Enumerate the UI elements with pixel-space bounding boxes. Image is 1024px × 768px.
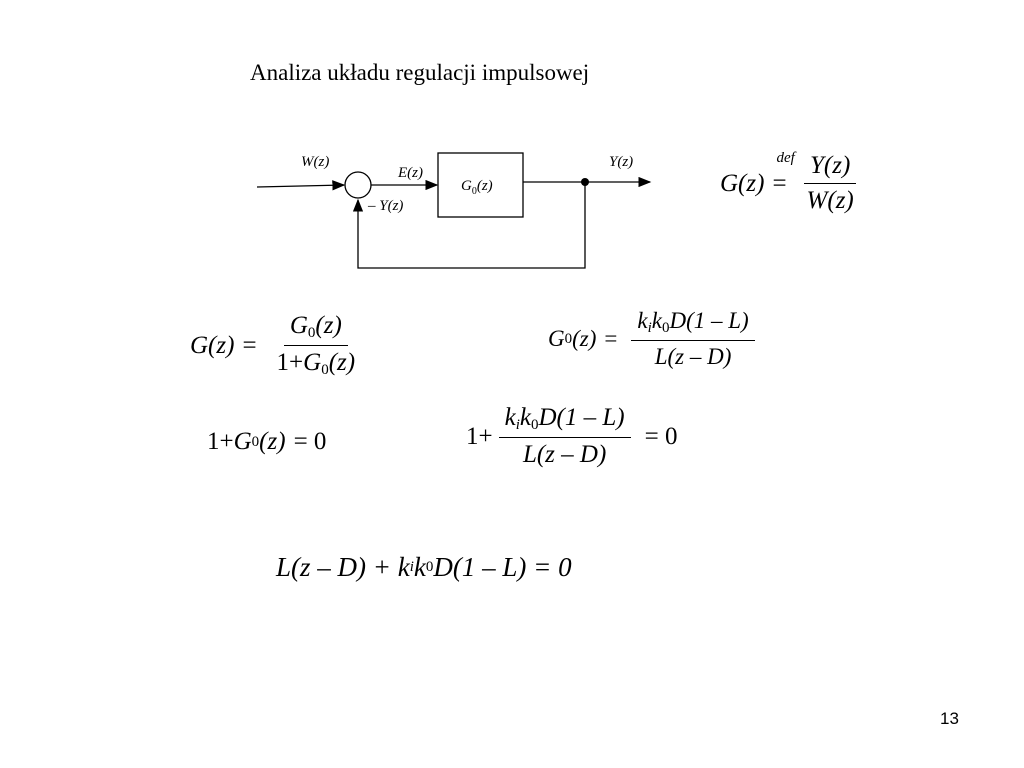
- output-label: Y(z): [609, 154, 634, 170]
- closed-loop-equation: G(z) = G0(z) 1+G0(z): [190, 312, 367, 379]
- input-signal-line: [256, 180, 346, 191]
- transfer-block: [437, 152, 524, 218]
- definition-equation: G(z) def= Y(z) W(z): [720, 150, 866, 215]
- slide-title: Analiza układu regulacji impulsowej: [250, 60, 590, 85]
- block-label: G0(z): [461, 178, 493, 197]
- feedback-loop-line: [352, 182, 586, 269]
- closed-loop-fraction: G0(z) 1+G0(z): [276, 312, 356, 378]
- definition-fraction: Y(z) W(z): [801, 152, 860, 215]
- characteristic-fraction: kik0D(1 – L) L(z – D): [498, 404, 631, 469]
- summing-junction: [344, 171, 372, 199]
- page-number: 13: [940, 709, 959, 728]
- feedback-label: – Y(z): [368, 198, 404, 214]
- input-label: W(z): [301, 154, 330, 170]
- characteristic-equation-2: 1+ kik0D(1 – L) L(z – D) = 0: [466, 404, 678, 469]
- open-loop-fraction: kik0D(1 – L) L(z – D): [631, 308, 755, 370]
- error-label: E(z): [398, 165, 423, 181]
